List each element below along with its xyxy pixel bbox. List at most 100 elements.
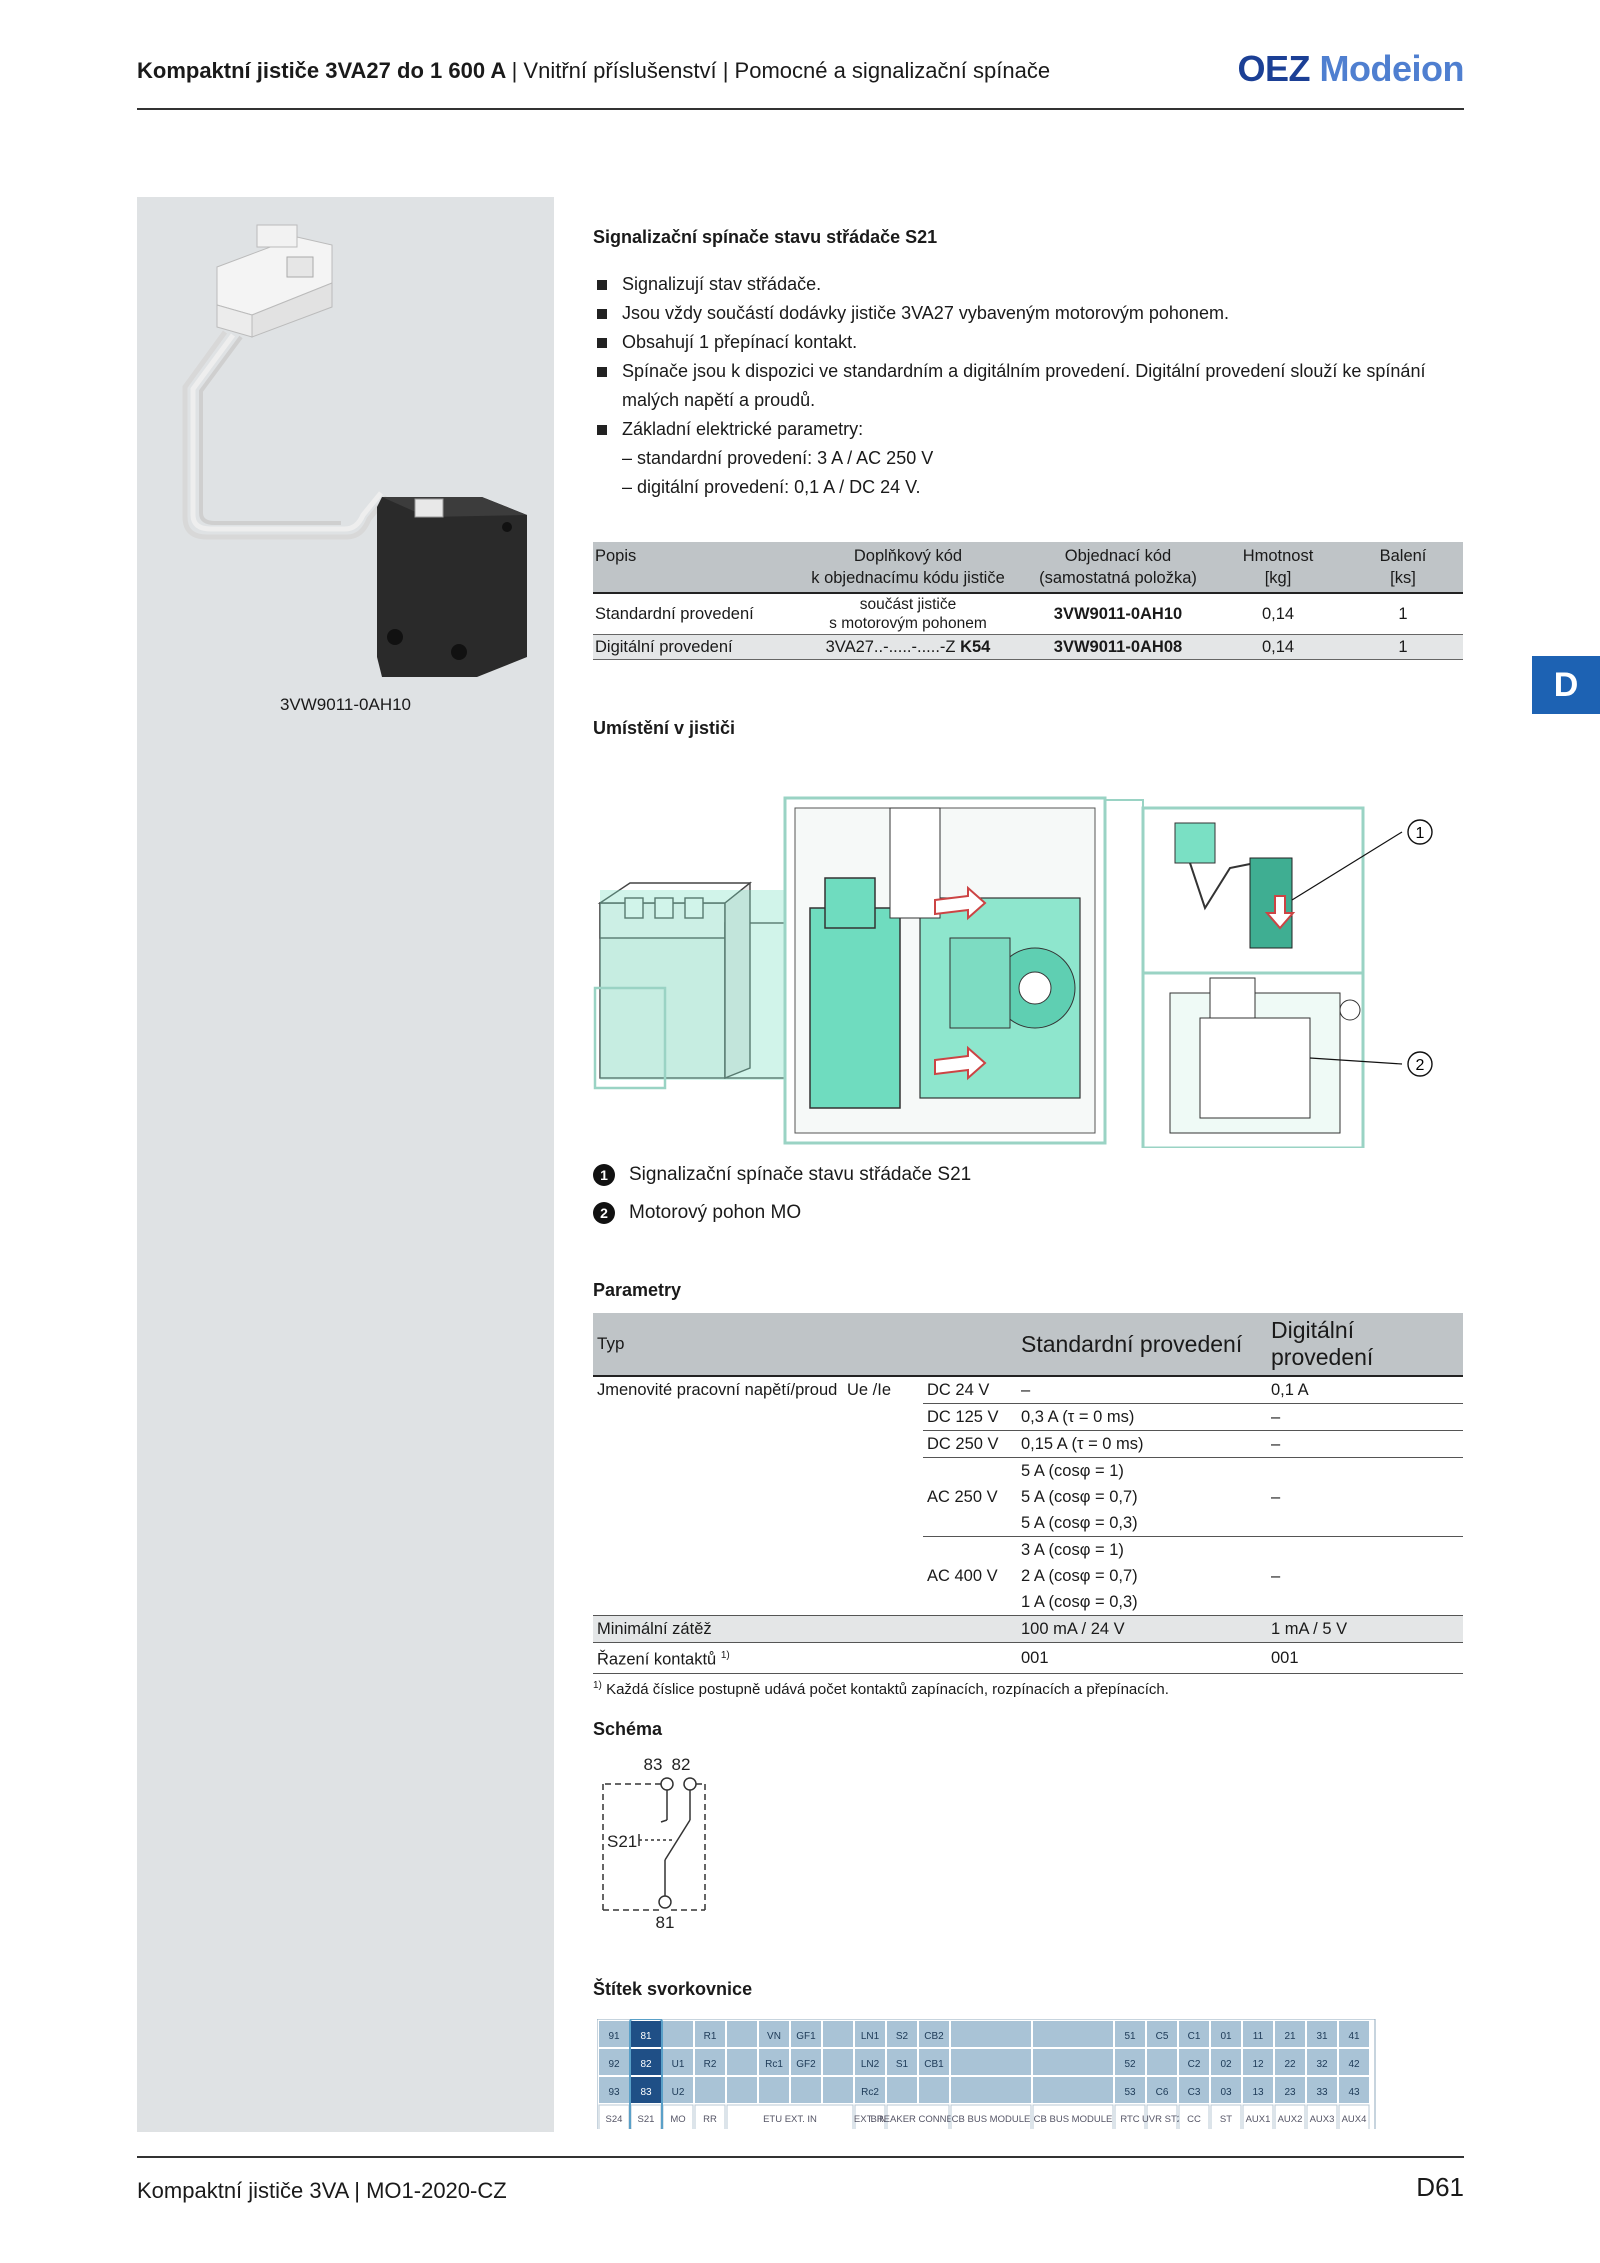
terminal-cell xyxy=(1243,2077,1273,2103)
page-number: D61 xyxy=(1416,2172,1464,2202)
cell-kod: 3VA27..-.....-.....-Z K54 xyxy=(793,634,1023,660)
callout-1: 1 xyxy=(1416,825,1425,842)
cell: 0,1 A xyxy=(1267,1376,1463,1404)
terminal-cell xyxy=(631,2049,661,2075)
terminal-cell xyxy=(1115,2077,1145,2103)
cell: – xyxy=(1017,1376,1267,1404)
cell: 001 xyxy=(1267,1642,1463,1674)
header-rule xyxy=(137,108,1464,110)
cell-popis: Standardní provedení xyxy=(593,593,793,635)
terminal-cell xyxy=(1147,2021,1177,2047)
terminal-label: LN1 xyxy=(861,2031,880,2042)
terminal-bottom-cell xyxy=(854,2104,886,2129)
terminal-cell xyxy=(1115,2049,1145,2075)
terminal-title: Štítek svorkovnice xyxy=(593,1979,753,1999)
terminal-cell xyxy=(1339,2021,1369,2047)
terminal-bottom-label: CB BUS MODULE xyxy=(952,2114,1031,2125)
col-header-typ: Typ xyxy=(593,1313,1017,1377)
feature-list: Signalizují stav střádače. Jsou vždy sou… xyxy=(593,270,1463,502)
terminal-cell xyxy=(791,2021,821,2047)
terminal-cell xyxy=(919,2021,949,2047)
terminal-cell xyxy=(599,2021,629,2047)
terminal-cell xyxy=(951,2077,1031,2103)
terminal-label: GF1 xyxy=(796,2031,816,2042)
terminal-bottom-cell xyxy=(598,2104,630,2129)
ue-label: Ue /Ie xyxy=(847,1381,892,1399)
terminal-cell xyxy=(823,2021,853,2047)
terminal-cell xyxy=(1307,2021,1337,2047)
cell: Řazení kontaktů 1) xyxy=(593,1642,1017,1674)
terminal-cell xyxy=(1275,2077,1305,2103)
col-header-std: Standardní provedení xyxy=(1017,1313,1267,1377)
terminal-bottom-label: RR xyxy=(703,2114,717,2125)
col-header: Objednací kód(samostatná položka) xyxy=(1023,542,1213,594)
terminal-label: 51 xyxy=(1124,2031,1136,2042)
terminal-cell xyxy=(823,2049,853,2075)
terminal-label: 02 xyxy=(1220,2059,1232,2070)
terminal-bottom-label: MO xyxy=(670,2114,685,2125)
list-item: Spínače jsou k dispozici ve standardním … xyxy=(593,357,1463,415)
terminal-label: 21 xyxy=(1284,2031,1296,2042)
terminal-bottom-cell xyxy=(1032,2104,1114,2129)
terminal-bottom-cell xyxy=(1146,2104,1178,2129)
terminal-cell xyxy=(887,2021,917,2047)
terminal-label: C2 xyxy=(1188,2059,1201,2070)
terminal-cell xyxy=(1211,2077,1241,2103)
terminal-cell xyxy=(791,2049,821,2075)
cell-weight: 0,14 xyxy=(1213,634,1343,660)
cell: AC 250 V xyxy=(923,1457,1017,1537)
terminal-cell xyxy=(695,2021,725,2047)
schema-title: Schéma xyxy=(593,1719,663,1739)
terminal-label: 32 xyxy=(1316,2059,1328,2070)
legend-number: 2 xyxy=(593,1201,615,1224)
terminal-label: 01 xyxy=(1220,2031,1232,2042)
cell: – xyxy=(1267,1536,1463,1616)
terminal-label: 42 xyxy=(1348,2059,1360,2070)
terminal-cell xyxy=(759,2049,789,2075)
list-subitem: – standardní provedení: 3 A / AC 250 V xyxy=(622,448,934,468)
terminal-cell xyxy=(855,2021,885,2047)
table-row: Minimální zátěž 100 mA / 24 V 1 mA / 5 V xyxy=(593,1615,1463,1643)
col-header: Hmotnost[kg] xyxy=(1213,542,1343,594)
legend-text: Motorový pohon MO xyxy=(629,1202,802,1223)
terminal-cell xyxy=(887,2077,917,2103)
cell: 001 xyxy=(1017,1642,1267,1674)
page-header: Kompaktní jističe 3VA27 do 1 600 A | Vni… xyxy=(137,58,1050,84)
terminal-bottom-label: AUX1 xyxy=(1246,2114,1271,2125)
header-separator: | xyxy=(511,58,518,83)
terminal-label: 82 xyxy=(640,2059,652,2070)
terminal-cell xyxy=(1147,2077,1177,2103)
parameters-title: Parametry xyxy=(593,1280,682,1300)
terminal-bottom-cell xyxy=(726,2104,854,2129)
terminal-cell xyxy=(759,2077,789,2103)
terminal-label: C5 xyxy=(1156,2031,1169,2042)
terminal-bottom-cell xyxy=(1274,2104,1306,2129)
terminal-label: VN xyxy=(767,2031,781,2042)
terminal-label: Rc2 xyxy=(861,2087,879,2098)
terminal-cell xyxy=(1179,2077,1209,2103)
terminal-label: 11 xyxy=(1253,2031,1264,2042)
col-header-dig: Digitální provedení xyxy=(1267,1313,1463,1377)
product-image xyxy=(182,224,527,677)
terminal-bottom-cell xyxy=(662,2104,694,2129)
terminal-bottom-cell xyxy=(630,2104,662,2129)
placement-title: Umístění v jističi xyxy=(593,718,736,738)
terminal-81: 81 xyxy=(656,1913,675,1932)
terminal-bottom-label: UVR ST2 xyxy=(1142,2114,1182,2125)
terminal-cell xyxy=(695,2049,725,2075)
terminal-cell xyxy=(855,2049,885,2075)
callout-2: 2 xyxy=(1416,1057,1425,1074)
product-caption: 3VW9011-0AH10 xyxy=(279,695,412,714)
terminal-label: C6 xyxy=(1156,2087,1169,2098)
terminal-bottom-label: CB BUS MODULE xyxy=(1034,2114,1113,2125)
terminal-label: C3 xyxy=(1188,2087,1201,2098)
terminal-cell xyxy=(1179,2021,1209,2047)
terminal-label: 83 xyxy=(640,2087,652,2098)
terminal-bottom-cell xyxy=(1210,2104,1242,2129)
terminal-label: 13 xyxy=(1252,2087,1264,2098)
terminal-label: CB2 xyxy=(924,2031,944,2042)
table-row: Digitální provedení 3VA27..-.....-.....-… xyxy=(593,634,1463,660)
terminal-label: R2 xyxy=(704,2059,717,2070)
terminal-cell xyxy=(663,2077,693,2103)
